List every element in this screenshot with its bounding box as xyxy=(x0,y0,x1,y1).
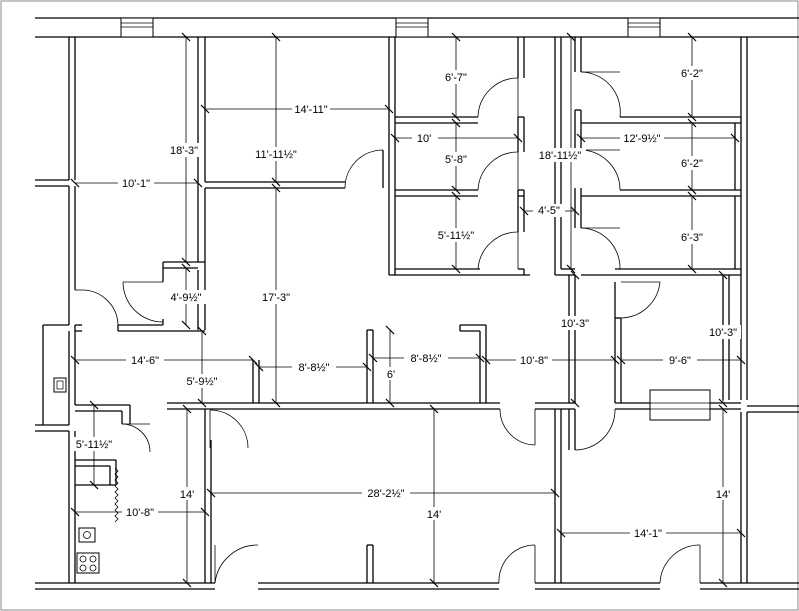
dim-label-14-6: 14'-6" xyxy=(131,355,159,367)
window-right xyxy=(627,17,661,38)
dim-label-5-11h-top: 5'-11½" xyxy=(438,230,474,242)
doors xyxy=(75,71,701,584)
dim-label-10: 10' xyxy=(417,133,431,145)
dim-label-18-3: 18'-3" xyxy=(170,145,198,157)
dim-label-5-11h-bottom: 5'-11½" xyxy=(76,439,112,451)
dim-label-17-3: 17'-3" xyxy=(262,292,290,304)
dim-label-14-right: 14' xyxy=(716,489,730,501)
dim-label-10-3-right: 10'-3" xyxy=(709,327,737,339)
window-left xyxy=(120,17,154,38)
dim-label-5-9h: 5'-9½" xyxy=(186,376,217,388)
dim-label-9-6: 9'-6" xyxy=(669,355,691,367)
walls xyxy=(35,17,799,590)
dim-label-14-left: 14' xyxy=(180,489,194,501)
dim-label-14-mid: 14' xyxy=(427,509,441,521)
dim-label-14-11: 14'-11" xyxy=(294,104,327,116)
dim-label-10-8-bottom: 10'-8" xyxy=(126,507,154,519)
dim-label-28-2h: 28'-2½" xyxy=(367,488,404,500)
dim-label-12-9h: 12'-9½" xyxy=(623,133,660,145)
spring-icon xyxy=(114,467,119,523)
dim-label-6: 6' xyxy=(387,369,395,381)
dim-label-11-11h: 11'-11½" xyxy=(255,149,297,161)
dim-label-10-8-mid: 10'-8" xyxy=(520,355,548,367)
dim-label-6-2-mid: 6'-2" xyxy=(681,158,703,170)
sink-icon xyxy=(53,377,67,393)
dim-label-4-9h: 4'-9½" xyxy=(170,292,201,304)
dim-label-10-3-left: 10'-3" xyxy=(561,318,589,330)
dim-label-18-11h: 18'-11½" xyxy=(539,150,582,162)
dim-label-8-8h-b: 8'-8½" xyxy=(410,353,441,365)
dim-label-6-3: 6'-3" xyxy=(681,232,703,244)
window-center xyxy=(395,17,429,38)
dim-label-6-2-top: 6'-2" xyxy=(681,68,703,80)
dim-label-6-7: 6'-7" xyxy=(445,72,467,84)
dim-label-14-1: 14'-1" xyxy=(634,528,662,540)
sink-icon xyxy=(78,527,96,543)
stove-icon xyxy=(76,552,100,574)
fixtures xyxy=(53,377,711,574)
counter-fixture xyxy=(649,389,711,421)
dim-label-4-5: 4'-5" xyxy=(538,205,560,217)
dim-label-10-1: 10'-1" xyxy=(122,178,150,190)
dimension-labels: 6'-7" 6'-2" 14'-11" 18'-3" 10' 12'-9½" 1… xyxy=(72,66,741,540)
dim-label-8-8h-a: 8'-8½" xyxy=(298,362,329,374)
dim-label-5-8: 5'-8" xyxy=(445,154,467,166)
